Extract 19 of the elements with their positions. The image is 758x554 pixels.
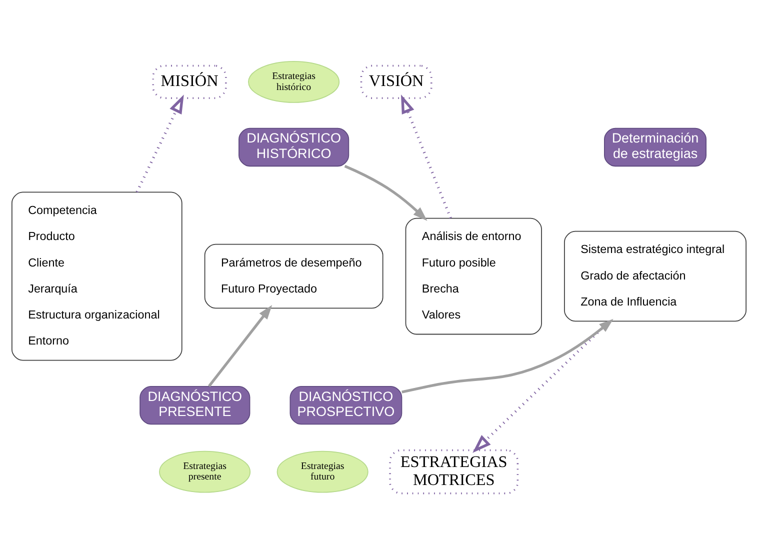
arrow [136, 94, 184, 192]
node-ellipse: Estrategias presente [159, 450, 251, 492]
node-box: DIAGNÓSTICO PRESENTE [140, 385, 250, 424]
node-box: Análisis de entorno Futuro posible Brecha Valores [405, 217, 542, 334]
node-box: DIAGNÓSTICO HISTÓRICO [238, 127, 350, 166]
node-box: VISIÓN [360, 64, 432, 99]
node-box: Sistema estratégico integral Grado de afectación Zona de Influencia [564, 230, 747, 322]
node-box: ESTRATEGIAS MOTRICES [389, 448, 519, 494]
arrow [208, 304, 272, 386]
node-box: Determinación de estrategias [604, 127, 706, 166]
node-ellipse: Estrategias futuro [276, 450, 368, 492]
node-box: Competencia Producto Cliente Jerarquía Estructura organizacional Entorno [11, 191, 182, 360]
node-ellipse: Estrategias histórico [248, 60, 340, 102]
node-box: MISIÓN [152, 64, 227, 99]
node-box: DIAGNÓSTICO PROSPECTIVO [290, 385, 402, 424]
arrow [344, 164, 428, 220]
node-box: Parámetros de desempeño Futuro Proyectado [204, 243, 384, 308]
arrow [402, 318, 614, 393]
arrow [400, 94, 452, 218]
